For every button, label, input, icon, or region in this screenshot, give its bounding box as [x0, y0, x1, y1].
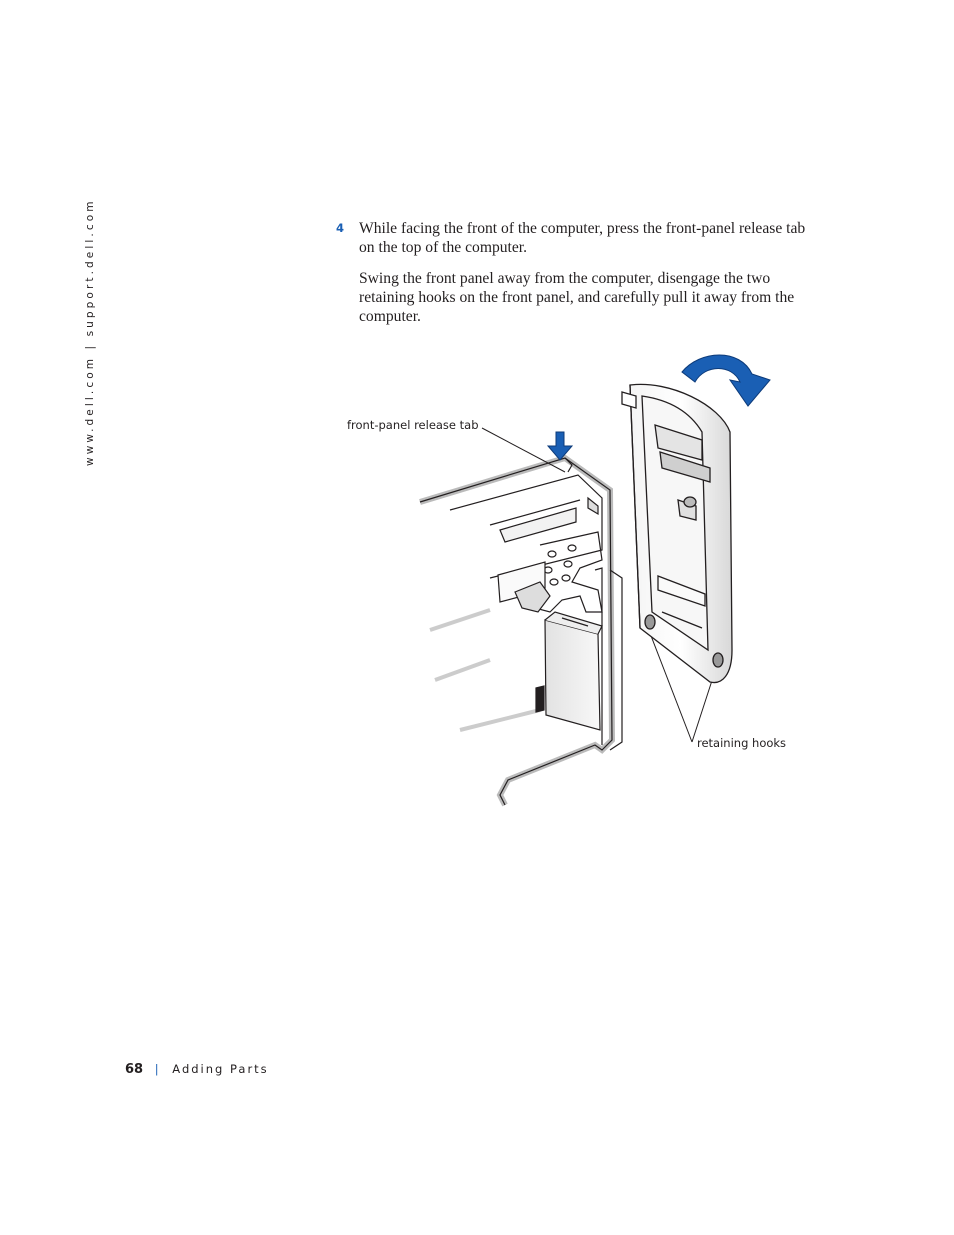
callout-release-tab: front-panel release tab	[347, 418, 479, 432]
footer-section-title: Adding Parts	[172, 1062, 269, 1076]
instruction-step: 4 While facing the front of the computer…	[336, 219, 816, 338]
step-number: 4	[336, 221, 345, 235]
front-panel-removal-illustration: front-panel release tab retaining hooks	[340, 350, 800, 810]
sidebar-url: www.dell.com | support.dell.com	[84, 198, 96, 466]
release-tab-arrow-icon	[546, 431, 574, 461]
footer-separator: |	[154, 1062, 159, 1076]
computer-illustration	[419, 354, 771, 807]
page-footer: 68 | Adding Parts	[125, 1062, 269, 1077]
step-paragraph-1: While facing the front of the computer, …	[359, 220, 806, 256]
callout-retaining-hooks: retaining hooks	[697, 736, 787, 750]
page-number: 68	[125, 1062, 144, 1077]
swing-direction-arrow-icon	[681, 354, 771, 407]
front-panel	[621, 383, 733, 684]
drive-bay	[535, 611, 603, 731]
step-paragraph-2: Swing the front panel away from the comp…	[359, 270, 795, 325]
chassis	[419, 454, 623, 807]
